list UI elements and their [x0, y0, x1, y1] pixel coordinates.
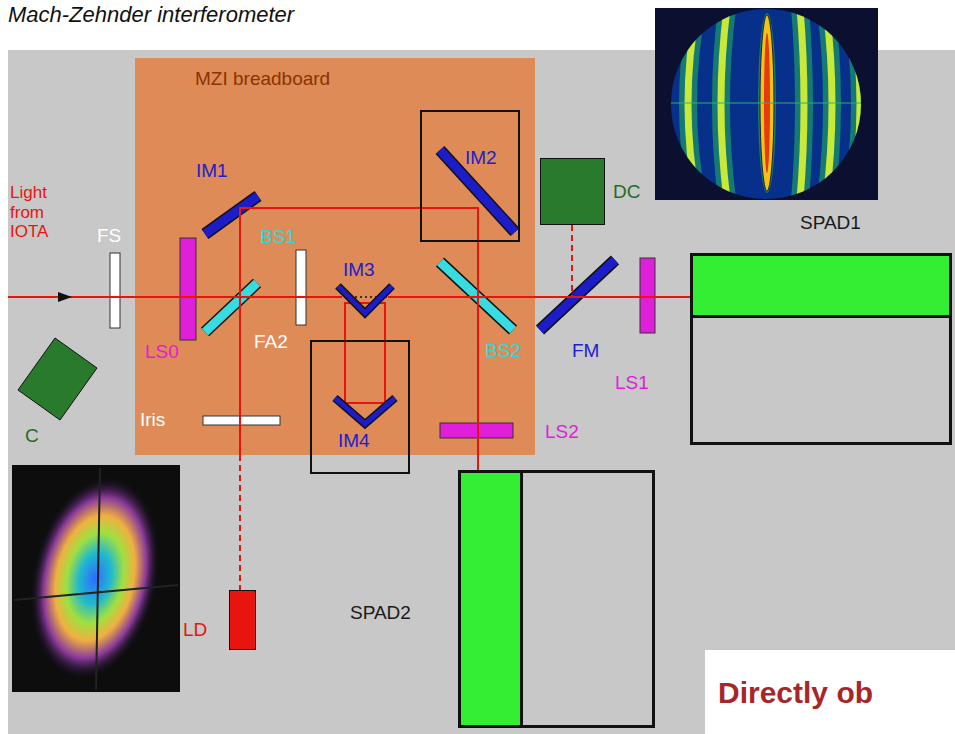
- note-box: Directly ob: [705, 650, 955, 734]
- component-label: IM3: [343, 259, 375, 281]
- mirror-outline: [540, 260, 615, 330]
- fringe: [800, 8, 804, 200]
- laser-beam: [388, 296, 690, 298]
- mirror-outline: [338, 286, 392, 313]
- spad-detector: SPAD2: [458, 470, 655, 728]
- component-label: LS2: [545, 421, 579, 443]
- mirror-outline: [335, 398, 395, 424]
- fringe-glow: [800, 8, 804, 200]
- laser-beam: [477, 242, 479, 470]
- node-label: DC: [613, 181, 640, 203]
- detector-window: [693, 256, 949, 318]
- fringe: [721, 8, 727, 200]
- figure-title: Mach-Zehnder interferometer: [8, 2, 294, 27]
- node-label: Directly ob: [718, 676, 873, 711]
- alignment-beam: [239, 455, 241, 590]
- component-label: LS0: [145, 341, 179, 363]
- node-label: MZI breadboard: [195, 68, 330, 90]
- camera-body: [18, 338, 97, 420]
- component-label: FA2: [254, 331, 288, 353]
- fringe-glow: [852, 8, 860, 200]
- camera: C: [15, 335, 100, 425]
- component-label: BS1: [260, 226, 296, 248]
- node-label: LD: [183, 619, 207, 641]
- camera-box: DC: [540, 158, 605, 225]
- beam-spot: [13, 465, 177, 690]
- crosshair: [671, 103, 861, 104]
- breadboard-fill: [135, 58, 535, 455]
- fringe: [688, 8, 697, 200]
- image-frame: [12, 465, 180, 692]
- component-label: FM: [572, 340, 599, 362]
- spad-detector: SPAD1: [690, 253, 952, 445]
- node-label: IM4: [338, 430, 370, 452]
- node-label: SPAD2: [350, 602, 411, 624]
- crosshair: [14, 585, 178, 600]
- fringe-image: [655, 8, 878, 200]
- camera-beam: [571, 225, 573, 297]
- mirror: [205, 196, 258, 234]
- laser-diode: LD: [229, 590, 256, 650]
- fringes: [671, 8, 861, 200]
- component-label: FS: [97, 225, 121, 247]
- component-label: Iris: [140, 409, 165, 431]
- lens: [440, 423, 513, 438]
- laser-beam: [240, 208, 478, 455]
- fringe-glow: [688, 8, 697, 200]
- beam-splitter: [205, 283, 257, 332]
- mirror-mount-box: IM2: [420, 110, 520, 242]
- detector-window: [461, 473, 523, 725]
- fringe-glow: [721, 8, 727, 200]
- crosshair: [96, 468, 100, 690]
- node-label: IM2: [465, 147, 497, 169]
- image-frame: [655, 8, 878, 200]
- splitter-outline: [205, 283, 257, 332]
- camera-outline: [15, 335, 100, 425]
- node-label: C: [25, 425, 39, 447]
- flip-mirror: [540, 260, 615, 330]
- roof-mirror: [338, 286, 392, 313]
- beam-spot-image: [12, 465, 180, 692]
- component-label: IM1: [196, 160, 228, 182]
- mirror-outline: [205, 196, 258, 234]
- mirror-mount-box: IM4: [310, 340, 410, 474]
- lens: [180, 238, 196, 340]
- breadboard-panel: MZI breadboardIM2IM4: [135, 58, 535, 455]
- fringe-glow: [826, 8, 832, 200]
- fringe: [826, 8, 832, 200]
- node-label: SPAD1: [800, 212, 861, 234]
- lens: [640, 258, 655, 333]
- fringe-disc: [671, 9, 861, 199]
- filter: [296, 250, 306, 325]
- iris: [203, 416, 280, 425]
- component-label: Light from IOTA: [10, 183, 72, 242]
- filter-slide: [110, 253, 120, 328]
- component-label: LS1: [615, 372, 649, 394]
- roof-mirror: [335, 398, 395, 424]
- beam-arrowhead: [58, 292, 72, 302]
- component-label: BS2: [485, 340, 521, 362]
- fringe: [852, 8, 860, 200]
